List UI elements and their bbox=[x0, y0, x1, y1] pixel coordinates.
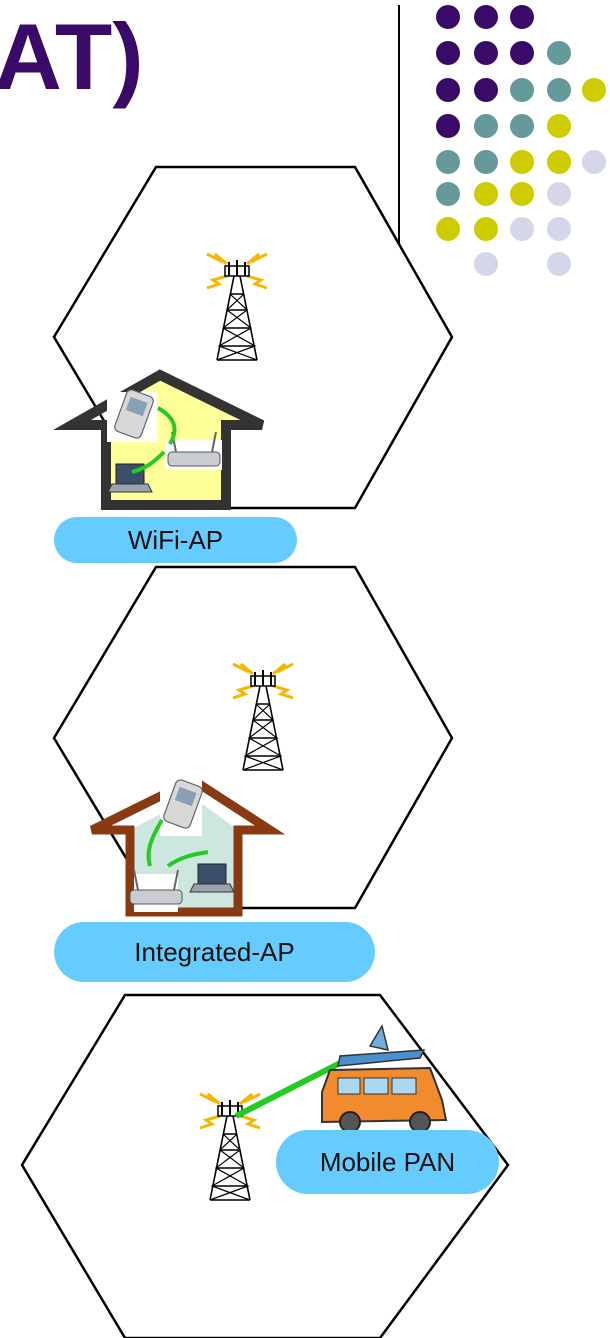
link-arrow bbox=[234, 1055, 352, 1119]
link-arrow bbox=[156, 406, 177, 445]
link-arrow bbox=[131, 450, 166, 474]
decorative-dot-grid bbox=[436, 5, 606, 276]
link-arrow bbox=[146, 818, 164, 867]
scenario-label-wifi-ap: WiFi-AP bbox=[54, 517, 297, 563]
scenario-label-integrated-ap: Integrated-AP bbox=[54, 922, 375, 982]
car-icon bbox=[321, 1024, 448, 1133]
link-arrow bbox=[166, 850, 209, 868]
scenario-label-mobile-pan: Mobile PAN bbox=[276, 1130, 499, 1194]
slide-title: AT) bbox=[0, 4, 144, 109]
